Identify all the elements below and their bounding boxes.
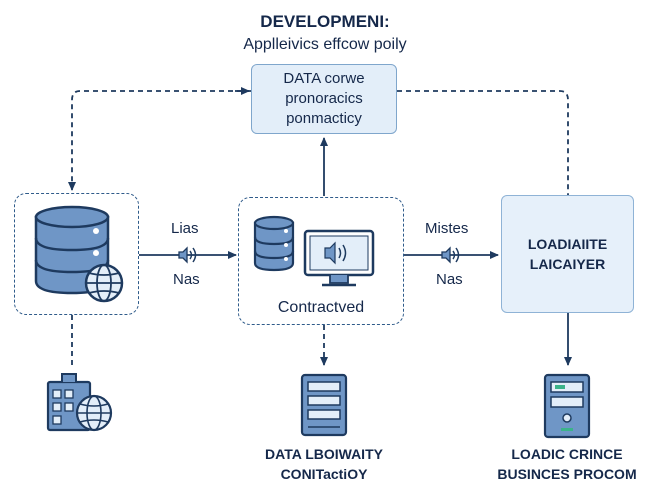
center-group-label: Contractved [277, 299, 365, 316]
top-process-box: DATA corwe pronoracics ponmacticy [251, 64, 397, 134]
monitor-icon [303, 229, 375, 287]
dashed-connector-top-left [68, 90, 251, 191]
right-link-top-label: Mistes [425, 220, 469, 237]
server-icon-right [543, 373, 591, 439]
bottom-center-line-2: CONITactiOY [280, 466, 368, 482]
left-database-group [14, 193, 139, 315]
bottom-right-line-2: BUSINCES PROCOM [497, 466, 637, 482]
left-link-bottom-label: Nas [173, 271, 200, 288]
bottom-right-line-1: LOADIC CRINCE [511, 446, 623, 462]
database-globe-icon [34, 205, 124, 303]
top-box-line-3: ponmacticy [286, 110, 362, 127]
building-globe-icon [46, 373, 113, 432]
dashed-connector-top-right [397, 90, 569, 195]
bottom-center-label: DATA LBOIWAITY CONITactiOY [224, 444, 424, 484]
bottom-right-label: LOADIC CRINCE BUSINCES PROCOM [484, 444, 650, 484]
database-icon-small [253, 215, 295, 272]
right-box-line-2: LAICAIYER [529, 256, 606, 272]
left-link-top-label: Lias [171, 220, 199, 237]
signal-icon-left [178, 246, 197, 264]
center-contract-group [238, 197, 404, 325]
right-link-bottom-label: Nas [436, 271, 463, 288]
signal-icon-right [441, 246, 460, 264]
bottom-center-line-1: DATA LBOIWAITY [265, 446, 383, 462]
right-layer-box: LOADIAIITE LAICAIYER [501, 195, 634, 313]
diagram-subtitle: Applleivics effcow poily [243, 36, 407, 53]
top-box-line-2: pronoracics [285, 90, 363, 107]
server-icon-center [300, 373, 348, 437]
top-box-line-1: DATA corwe [283, 70, 365, 87]
right-box-line-1: LOADIAIITE [527, 236, 608, 252]
diagram-title: DEVELOPMENI: [260, 12, 390, 31]
